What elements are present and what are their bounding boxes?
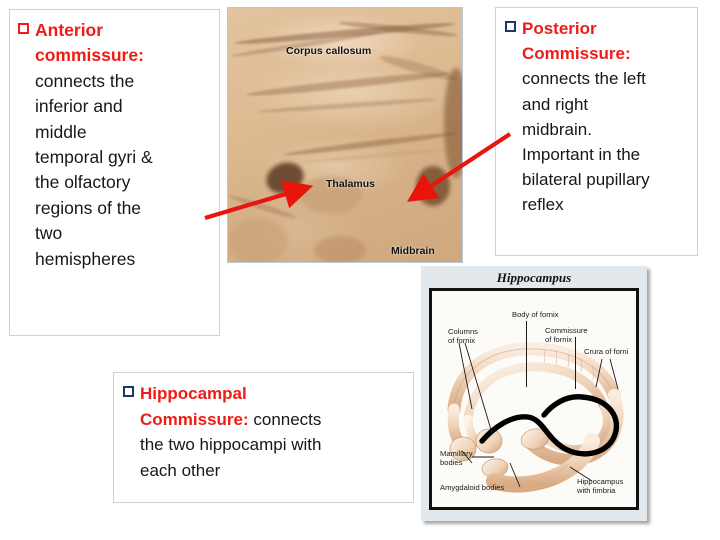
bullet-square-icon xyxy=(18,23,29,34)
hippocampus-diagram: Body of fornix Columns of fornix Commiss… xyxy=(429,288,639,510)
photo-label-thalamus: Thalamus xyxy=(326,178,376,190)
posterior-body-line-1: connects the left xyxy=(522,69,646,89)
tissue-mass xyxy=(228,218,288,262)
label-crura-of-fornix: Crura of forni xyxy=(584,347,629,356)
red-arrow-left xyxy=(203,180,314,228)
anterior-body-line-1: connects the xyxy=(35,70,135,91)
anterior-body-line-3: middle xyxy=(35,121,87,142)
posterior-body-line-6: reflex xyxy=(522,195,564,215)
photo-label-corpus-callosum: Corpus callosum xyxy=(286,45,372,57)
textbox-posterior-commissure[interactable]: Posterior Commissure: connects the left … xyxy=(495,7,698,256)
hippocampal-body-line-2: each other xyxy=(140,460,221,480)
handdrawn-annotation-loop xyxy=(479,394,620,457)
anterior-body-line-8: hemispheres xyxy=(35,248,136,269)
hippocampal-heading-line2: Commissure: connects xyxy=(140,409,322,429)
label-commissure-of-fornix: Commissure of fornix xyxy=(545,326,588,344)
anterior-heading-line2: commissure: xyxy=(35,45,144,66)
dark-cavity xyxy=(444,68,462,178)
anterior-body-line-2: inferior and xyxy=(35,96,123,117)
posterior-body-line-5: bilateral pupillary xyxy=(522,170,650,190)
hippocampal-body-line-1: the two hippocampi with xyxy=(140,435,322,454)
leader-lines-group xyxy=(458,342,619,488)
hippocampal-heading-line1: Hippocampal xyxy=(123,381,403,407)
hippocampus-figure: Hippocampus xyxy=(421,266,647,521)
label-hippocampus-with-fimbria: Hippocampus with fimbria xyxy=(577,477,624,495)
label-mamillary-bodies: Mamillary bodies xyxy=(440,449,473,467)
photo-label-midbrain: Midbrain xyxy=(391,245,435,257)
posterior-body-line-4: Important in the xyxy=(522,145,641,165)
leader-line xyxy=(526,321,527,387)
textbox-anterior-commissure[interactable]: Anterior commissure: connects the inferi… xyxy=(9,9,220,336)
posterior-heading-line2: Commissure: xyxy=(522,44,631,64)
hippocampus-figure-title: Hippocampus xyxy=(423,268,645,288)
fornix-illustration xyxy=(447,342,624,493)
posterior-body-line-2: and right xyxy=(522,94,589,114)
leader-line xyxy=(575,337,576,389)
posterior-body-line-3: midbrain. xyxy=(522,119,592,139)
anterior-body-line-7: two xyxy=(35,223,63,244)
midbrain-mass xyxy=(314,236,366,262)
bullet-square-icon xyxy=(505,21,516,32)
anterior-body-line-5: the olfactory xyxy=(35,172,131,193)
posterior-heading-line1: Posterior xyxy=(505,16,687,41)
red-arrow-right xyxy=(406,130,514,202)
label-amygdaloid-bodies: Amygdaloid bodies xyxy=(440,483,505,492)
label-columns-of-fornix: Columns of fornix xyxy=(448,327,478,345)
anterior-body-line-6: regions of the xyxy=(35,197,142,218)
label-body-of-fornix: Body of fornix xyxy=(512,310,559,319)
anterior-heading-line1: Anterior xyxy=(18,18,209,43)
bullet-square-icon xyxy=(123,386,134,397)
anterior-body-line-4: temporal gyri & xyxy=(35,147,153,168)
textbox-hippocampal-commissure[interactable]: Hippocampal Commissure: connects the two… xyxy=(113,372,414,503)
